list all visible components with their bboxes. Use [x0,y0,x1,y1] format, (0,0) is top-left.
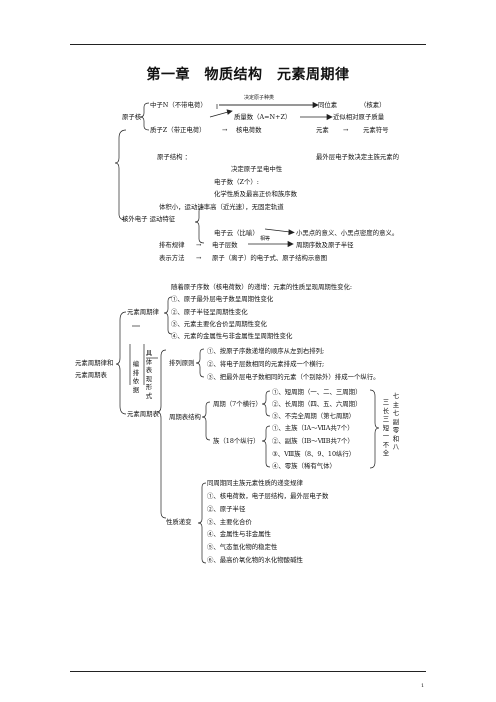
header-rule [70,44,426,45]
atom-structure-label: 原子结构 ： [157,153,191,161]
electron-count-text: 电子数（Z个）: [214,178,259,186]
mass-number-text: 质量数（A=N+Z） [234,113,292,121]
trend-label: 性质递变 [166,518,192,526]
nuclear-charge-text: 核电荷数 [236,126,262,134]
group-item: ③、Ⅷ族（8、9、10纵行） [272,450,356,458]
arrow-4: → [196,254,202,262]
group-label: 族（18个纵行） [213,437,260,445]
cloud-text: 电子云（比喻） [214,229,259,237]
chem-props-text: 化学性质及最高正价和族序数 [214,190,298,198]
form-vertical-label: 具体表现形式 [145,349,153,400]
structure-label: 周期表结构 [169,413,201,421]
periodic-law-label: 元素周期律 [127,308,159,316]
element-text: 元素 [316,126,329,134]
side-note-left: 三长三短一不全 [382,398,390,457]
represent-desc-text: 原子（离子）的电子式、原子结构示意图 [212,254,328,262]
arrow-3: → [196,241,202,249]
law-item: ③、元素主要化合价呈周期性变化 [171,320,267,328]
motion-text: 体积小，运动速率高（近光速），无固定轨道 [159,203,284,211]
trend-item: ⑥、最高价氧化物的水化物酸碱性 [207,556,303,564]
trend-item: ②、原子半径 [207,505,246,513]
side-note-right: 七主七副零和八 [392,392,400,451]
trend-item: 同周期同主族元素性质的递变规律 [207,479,303,487]
group-item: ④、零族（稀有气体） [272,462,336,470]
neutral-text: 决定原子呈电中性 [231,165,283,173]
equal-label: 相等 [260,236,271,242]
arrange-item: ①、按原子序数递增的顺序从左到右排列; [207,347,325,355]
represent-text: 表示方法 [159,254,185,262]
nuclide-text: （核素） [360,101,386,109]
law-item: ①、原子最外层电子数呈周期性变化 [171,295,274,303]
period-item: ③、不完全周期（第七周期） [272,412,356,420]
neutron-text: 中子N（不带电荷） [150,101,207,109]
root-label-line2: 元素周期表 [75,371,107,379]
arrow-2: → [343,126,349,134]
trend-item: ④、金属性与非金属性 [207,530,271,538]
page-number: 1 [421,683,425,689]
isotope-determines-label: 决定原子种类 [244,95,275,101]
nucleus-text: 原子核 [122,113,142,121]
arrange-item: ②、将电子层数相同的元素排成一个横行; [207,360,325,368]
law-item: ②、原子半径呈周期性变化 [171,308,248,316]
shells-text: 电子层数 [212,241,238,249]
approx-mass-text: 近似相对原子质量 [333,113,385,121]
arrange-item: ③、把最外层电子数相同的元素（个别除外）排成一个纵行。 [207,373,380,381]
proton-text: 质子Z（带正电荷） [150,126,206,134]
basis-vertical-label: 编排依据 [132,360,140,394]
period-eq-text: 周期序数及原子半径 [296,241,354,249]
law-intro: 随着原子序数（核电荷数）的递增：元素的性质呈现周期性变化: [171,283,353,291]
law-item: ④、元素的金属性与非金属性呈周期性变化 [171,332,293,340]
trend-item: ⑤、气态氢化物的稳定性 [207,543,278,551]
trend-item: ①、核电荷数，电子层结构，最外层电子数 [207,492,329,500]
isotope-text: 同位素 [318,101,338,109]
rule-text: 排布规律 [159,241,185,249]
period-item: ②、长周期（四、五、六周期） [272,400,362,408]
group-item: ①、主族（ⅠA～ⅦA共7个） [272,424,354,432]
cloud-desc-text: 小黑点的意义、小黑点密度的意义。 [296,229,399,237]
page-title: 第一章 物质结构 元素周期律 [146,67,350,83]
trend-item: ③、主要化合价 [207,518,252,526]
root-label-line1: 元素周期律和 [75,359,114,367]
arrow-1: → [222,126,228,134]
periodic-table-label: 元素周期表 [127,410,159,418]
period-label: 周期（7个横行） [213,400,262,408]
outside-electrons-label: 核外电子 运动特征 [122,215,176,223]
period-item: ①、短周期（一、二、三周期） [272,388,362,396]
element-symbol-text: 元素符号 [363,126,389,134]
group-item: ②、副族（ⅠB～ⅦB共7个） [272,437,354,445]
footer-rule [70,671,426,672]
arrange-label: 排列原则 [169,359,195,367]
outer-electrons-text: 最外层电子数决定主族元素的 [316,153,400,161]
